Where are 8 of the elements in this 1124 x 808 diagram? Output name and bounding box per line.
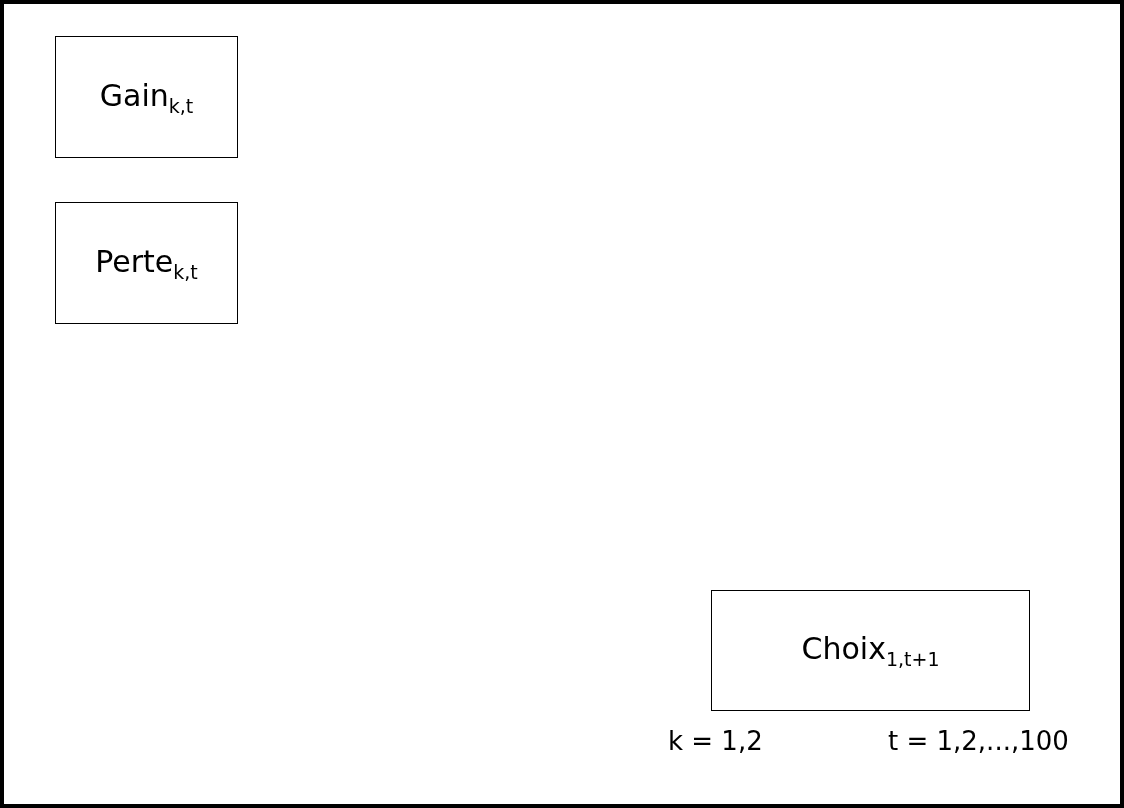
index-range-note: t = 1,2,...,100 bbox=[888, 726, 1069, 756]
box-label: Choix$_{1,t+1}$ bbox=[801, 631, 940, 670]
text-box bbox=[711, 590, 1030, 711]
text-box bbox=[55, 202, 238, 324]
index-range-note: k = 1,2 bbox=[668, 726, 763, 756]
box-label: Gain$_{k,t}$ bbox=[99, 77, 194, 117]
text-box bbox=[55, 36, 238, 158]
box-label: Perte$_{k,t}$ bbox=[95, 243, 198, 283]
